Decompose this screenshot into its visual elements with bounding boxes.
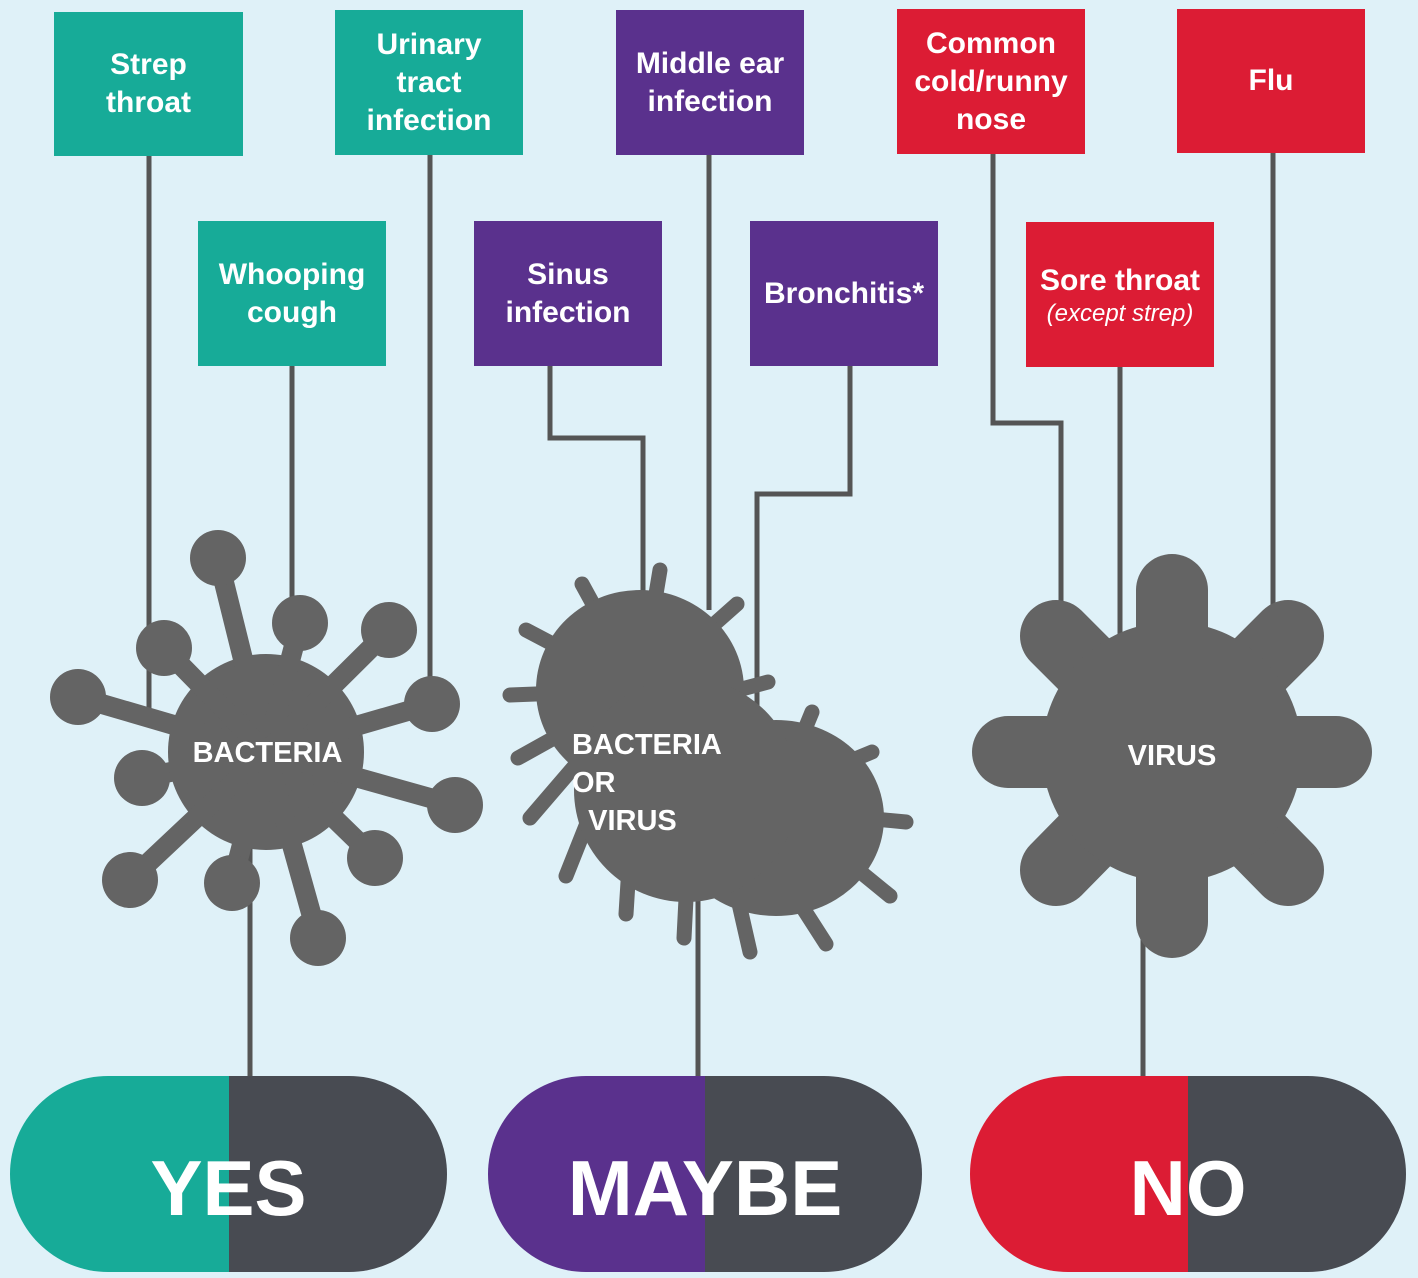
condition-sore-throat: Sore throat (except strep) <box>1026 222 1214 367</box>
condition-strep-throat-label: Strep throat <box>106 48 191 119</box>
condition-urinary-tract-infection: Urinary tract infection <box>335 10 523 155</box>
condition-sore-throat-label: Sore throat <box>1039 263 1201 297</box>
no-pill <box>970 1076 1406 1272</box>
condition-sinus-infection: Sinus infection <box>474 221 662 366</box>
germ-label-bacteria-or-virus: BACTERIA OR VIRUS <box>572 729 722 837</box>
condition-sore-throat-note: (except strep) <box>1046 299 1194 327</box>
germ-label-virus: VIRUS <box>1127 740 1217 772</box>
bacteria-germ <box>50 530 483 966</box>
condition-flu-label: Flu <box>1248 64 1294 97</box>
condition-bronchitis-label: Bronchitis* <box>763 276 925 310</box>
answer-yes: YES <box>150 1144 307 1232</box>
condition-flu: Flu <box>1177 9 1365 153</box>
condition-whooping-cough: Whooping cough <box>198 221 386 366</box>
bacteria-or-virus-germ <box>502 562 914 960</box>
connector-sinus <box>547 365 646 600</box>
virus-germ <box>972 554 1372 958</box>
yes-pill <box>10 1076 447 1272</box>
condition-common-cold: Common cold/runny nose <box>897 9 1085 154</box>
condition-strep-throat: Strep throat <box>54 12 243 156</box>
connector-cold <box>990 153 1064 620</box>
condition-middle-ear-infection: Middle ear infection <box>616 10 804 155</box>
germ-label-bacteria: BACTERIA <box>192 737 343 769</box>
condition-bronchitis: Bronchitis* <box>750 221 938 366</box>
condition-middle-ear-infection-label: Middle ear infection <box>635 46 785 118</box>
condition-sinus-infection-label: Sinus infection <box>505 257 631 329</box>
answer-maybe: MAYBE <box>567 1144 843 1232</box>
maybe-pill <box>488 1076 922 1272</box>
connector-bronchitis <box>754 365 853 720</box>
answer-no: NO <box>1129 1144 1247 1232</box>
condition-whooping-cough-label: Whooping cough <box>218 257 366 329</box>
condition-common-cold-label: Common cold/runny nose <box>914 26 1068 136</box>
condition-urinary-tract-infection-label: Urinary tract infection <box>366 27 492 137</box>
